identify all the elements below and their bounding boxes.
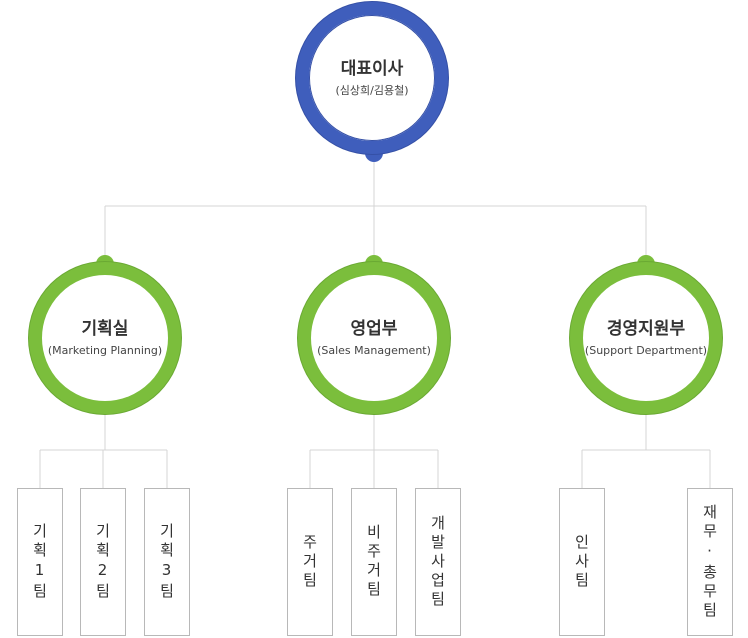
- dept-node-planning: 기획실 (Marketing Planning): [29, 262, 181, 414]
- dept-node-support: 경영지원부 (Support Department): [570, 262, 722, 414]
- team-box-planning-2: 기획2팀: [80, 488, 126, 636]
- ceo-title: 대표이사: [340, 59, 404, 79]
- dept-subtitle: (Sales Management): [317, 344, 431, 357]
- team-box-sales-2: 비주거팀: [351, 488, 397, 636]
- team-box-support-1: 인사팀: [559, 488, 605, 636]
- team-label: 주거팀: [300, 533, 319, 591]
- team-label: 기획2팀: [93, 522, 112, 602]
- dept-subtitle: (Marketing Planning): [47, 344, 163, 357]
- team-box-planning-3: 기획3팀: [144, 488, 190, 636]
- dept-title: 경영지원부: [606, 319, 686, 339]
- team-label: 기획1팀: [30, 522, 49, 602]
- ceo-node: 대표이사 (심상희/김용철): [296, 2, 448, 154]
- team-box-support-2: 재무·총무팀: [687, 488, 733, 636]
- dept-title: 기획실: [81, 319, 129, 339]
- team-box-planning-1: 기획1팀: [17, 488, 63, 636]
- team-label: 인사팀: [572, 533, 591, 591]
- team-box-sales-1: 주거팀: [287, 488, 333, 636]
- ceo-subtitle: (심상희/김용철): [335, 84, 409, 97]
- dept-subtitle: (Support Department): [584, 344, 708, 357]
- team-label: 비주거팀: [364, 524, 383, 600]
- team-box-sales-3: 개발사업팀: [415, 488, 461, 636]
- team-label: 재무·총무팀: [700, 503, 719, 621]
- team-label: 개발사업팀: [428, 514, 447, 610]
- dept-node-sales: 영업부 (Sales Management): [298, 262, 450, 414]
- dept-title: 영업부: [350, 319, 398, 339]
- team-label: 기획3팀: [157, 522, 176, 602]
